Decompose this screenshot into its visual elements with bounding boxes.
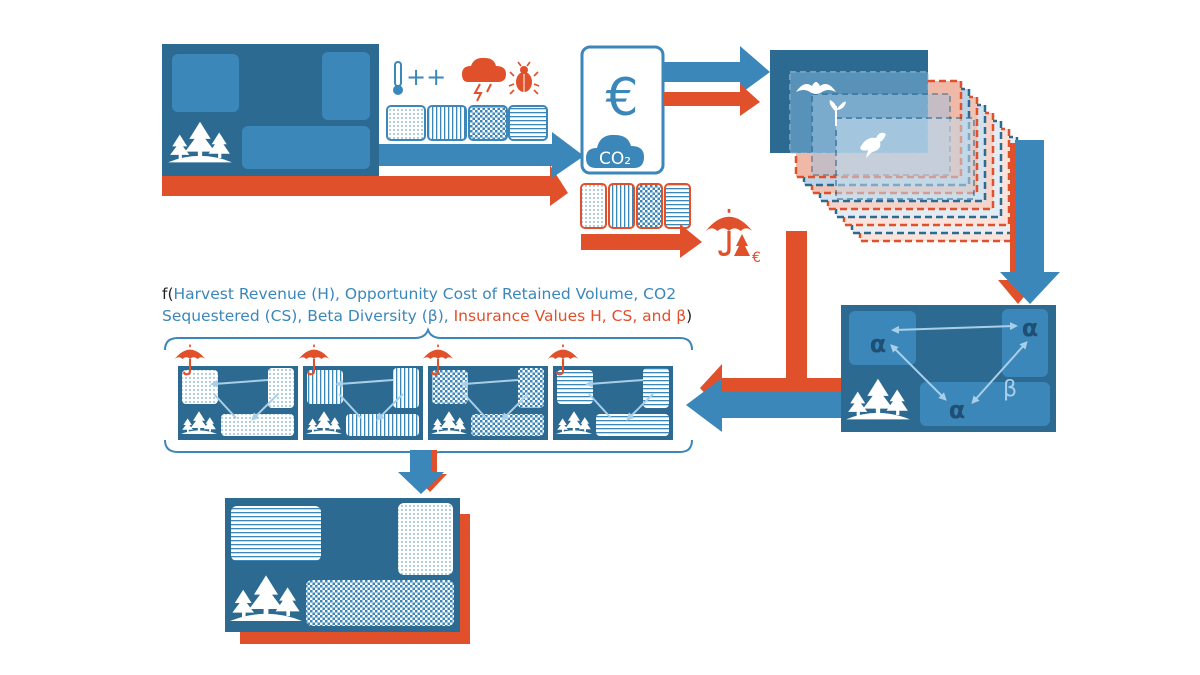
bird-icon <box>860 132 886 158</box>
management-patterns-insurance <box>580 183 691 229</box>
economic-value-box: € CO₂ <box>580 45 665 175</box>
orange-arrow-to-biodiversity <box>664 84 760 116</box>
orange-arrow-to-scenarios <box>700 364 841 412</box>
management-patterns-top <box>386 105 548 141</box>
scenario-landscapes <box>173 343 673 440</box>
beta-label: β <box>1003 377 1017 402</box>
blue-arrow-to-scenarios <box>686 378 841 432</box>
blue-arrow-to-optimal <box>398 450 444 494</box>
climate-risk-label: ++ <box>406 63 446 91</box>
beta-diversity-landscape: α α α β <box>841 305 1056 432</box>
scenario-landscape-dots <box>173 343 298 440</box>
storm-cloud-icon <box>462 57 506 102</box>
scenario-landscape-checker <box>421 343 548 440</box>
bat-icon <box>796 82 836 94</box>
insurance-icon: € <box>703 207 761 266</box>
formula-suffix: ) <box>686 307 693 325</box>
alpha-label-right: α <box>1022 314 1039 342</box>
formula-objectives: Harvest Revenue (H), Opportunity Cost of… <box>162 285 677 325</box>
insurance-euro-icon: € <box>752 250 761 266</box>
optimal-landscape <box>225 498 470 644</box>
top-brace <box>164 327 693 351</box>
objective-function-formula: f(Harvest Revenue (H), Opportunity Cost … <box>162 283 722 327</box>
small-tree-icon <box>734 234 750 256</box>
scenario-landscape-horizontal-lines <box>546 343 673 440</box>
alpha-label-left: α <box>870 330 887 358</box>
co2-label: CO₂ <box>599 149 631 169</box>
blue-arrow-to-biodiversity <box>664 46 770 94</box>
thermometer-icon <box>393 61 403 95</box>
orange-arrow-to-cost <box>162 165 568 206</box>
scenario-landscape-vertical-lines <box>297 343 423 440</box>
euro-icon: € <box>605 68 638 128</box>
alpha-label-bottom: α <box>949 396 966 424</box>
biodiversity-layer-stack <box>770 50 1027 243</box>
blue-arrow-to-beta-diversity <box>1000 140 1060 304</box>
formula-insurance-values: Insurance Values H, CS, and β <box>453 307 687 325</box>
initial-forest-stand <box>162 44 379 176</box>
bark-beetle-icon <box>508 61 540 95</box>
climate-risk-icons: ++ <box>393 57 540 102</box>
blue-arrow-to-cost <box>379 132 584 178</box>
orange-arrow-to-insurance <box>581 224 702 258</box>
seedling-icon <box>829 100 846 126</box>
co2-cloud-icon <box>586 134 644 168</box>
orange-vertical-from-insurance <box>786 231 807 378</box>
formula-prefix: f( <box>162 285 174 303</box>
